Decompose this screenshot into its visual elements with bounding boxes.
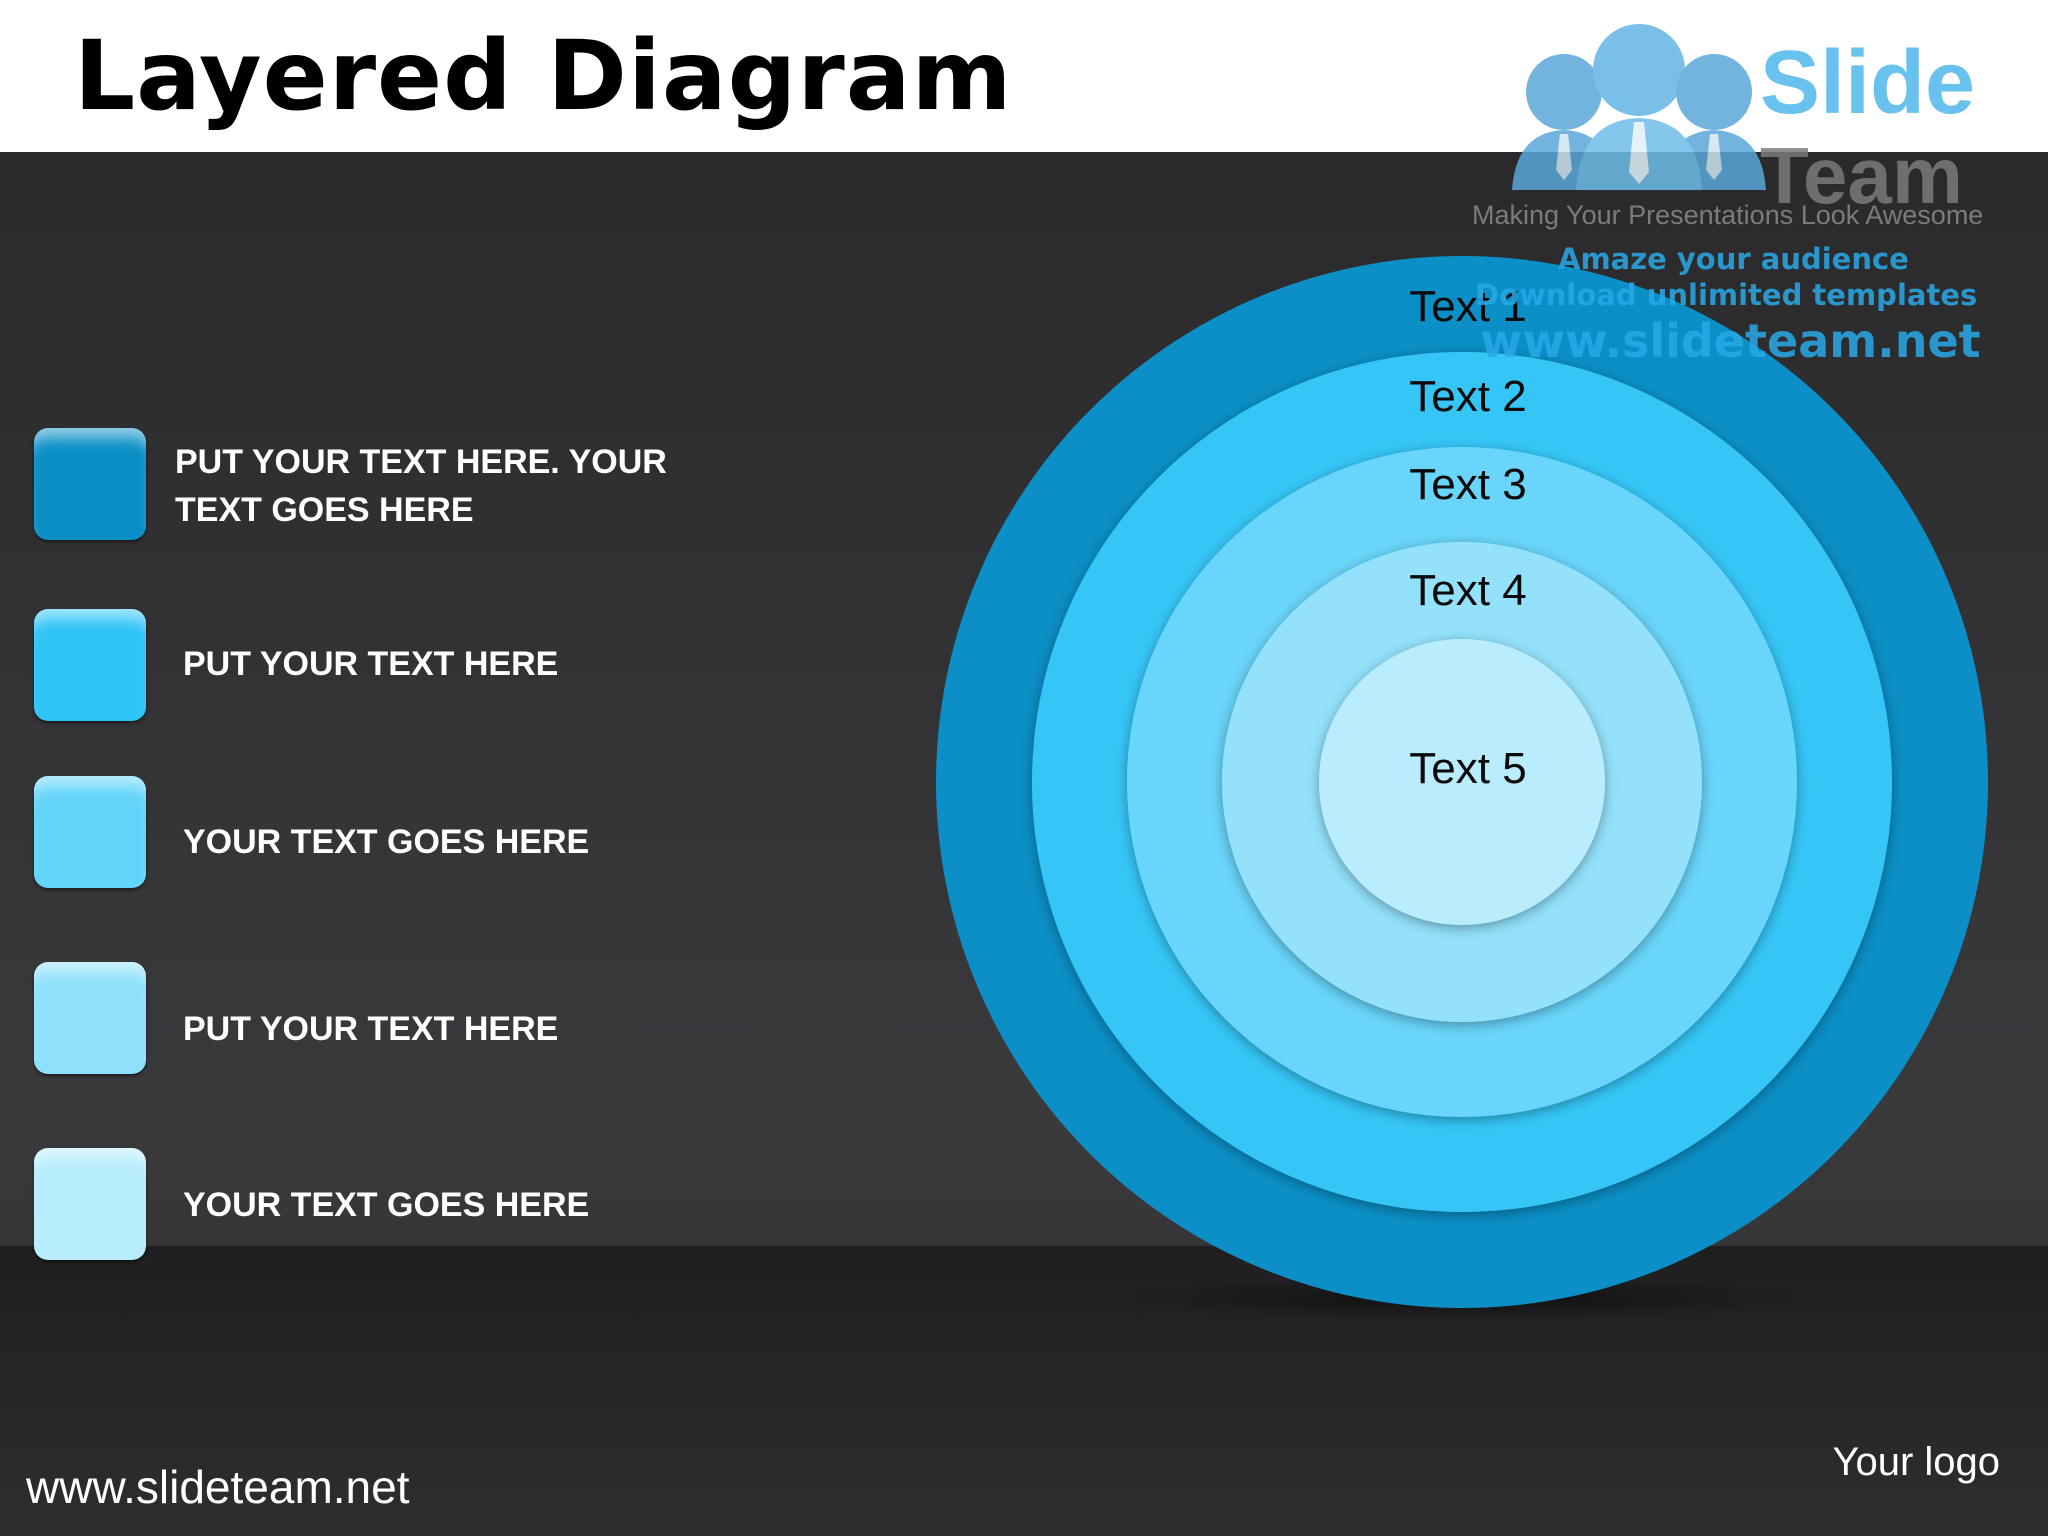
legend-swatch-5 bbox=[34, 1148, 146, 1260]
legend-swatch-3 bbox=[34, 776, 146, 888]
slide-title: Layered Diagram bbox=[74, 20, 1013, 132]
legend-label-5: YOUR TEXT GOES HERE bbox=[183, 1186, 590, 1224]
legend-label-4: PUT YOUR TEXT HERE bbox=[183, 1010, 559, 1048]
ring-label-2: Text 2 bbox=[1409, 372, 1527, 421]
ring-label-4: Text 4 bbox=[1409, 566, 1527, 615]
brand-tagline: Making Your Presentations Look Awesome bbox=[1472, 200, 1984, 230]
legend-label-1: PUT YOUR TEXT HERE. YOUR TEXT GOES HERE bbox=[175, 443, 667, 529]
brand-team: Team bbox=[1760, 131, 1964, 220]
people-icon bbox=[1512, 24, 1766, 190]
watermark-line-1: Amaze your audience bbox=[1558, 242, 1909, 276]
legend-swatch-4 bbox=[34, 962, 146, 1074]
footer-url: www.slideteam.net bbox=[26, 1461, 410, 1513]
ring-label-1: Text 1 bbox=[1409, 282, 1527, 331]
brand-slide: Slide bbox=[1760, 33, 1976, 133]
legend-label-3: YOUR TEXT GOES HERE bbox=[183, 823, 590, 861]
legend-swatch-1 bbox=[34, 428, 146, 540]
ring-5 bbox=[1319, 639, 1605, 925]
legend-label-2: PUT YOUR TEXT HERE bbox=[183, 645, 559, 683]
watermark-line-2: Download unlimited templates bbox=[1475, 278, 1978, 312]
ring-label-3: Text 3 bbox=[1409, 460, 1527, 509]
slideteam-watermark: Slide Team Making Your Presentations Loo… bbox=[1470, 18, 2030, 368]
watermark-line-3: www.slideteam.net bbox=[1480, 314, 1981, 368]
footer-logo-placeholder: Your logo bbox=[1832, 1440, 2000, 1484]
ring-label-5: Text 5 bbox=[1409, 744, 1527, 793]
legend-swatch-2 bbox=[34, 609, 146, 721]
